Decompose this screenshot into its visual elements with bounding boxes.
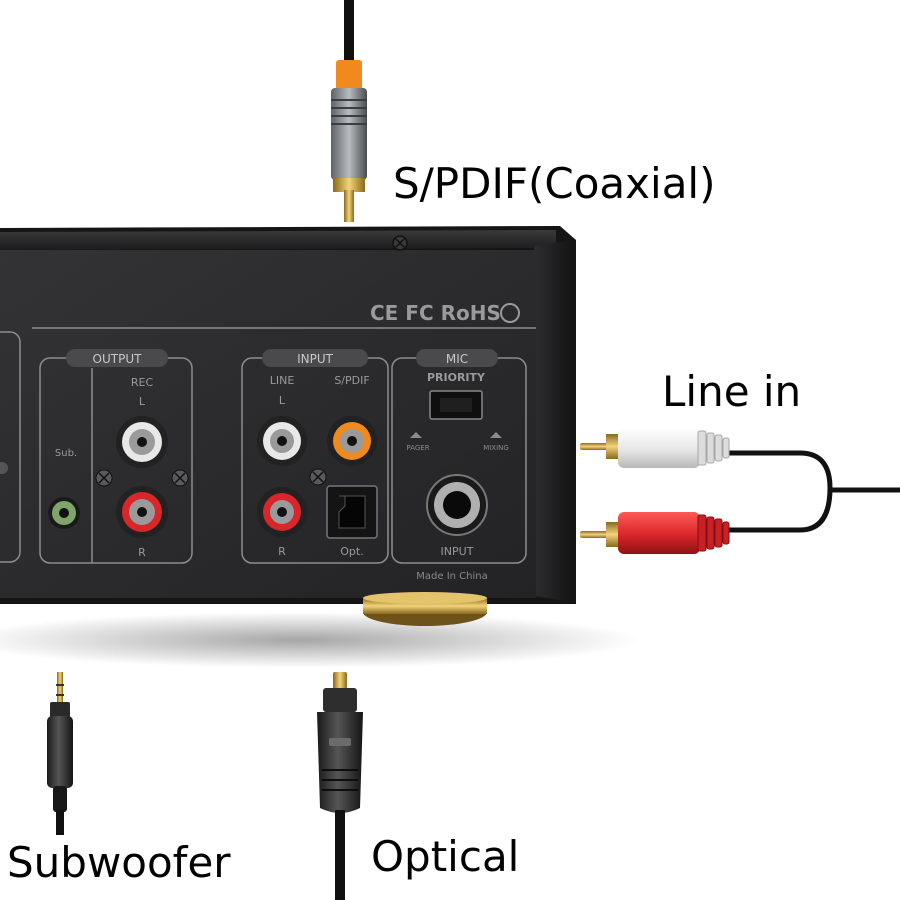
subwoofer-jack-icon[interactable]: [48, 497, 80, 529]
input-opt-label: Opt.: [340, 545, 363, 558]
spdif-coaxial-label: S/PDIF(Coaxial): [393, 159, 716, 208]
cert-marks: CE FC RoHS: [370, 301, 501, 325]
mic-mixing-label: MIXING: [483, 444, 509, 452]
mic-pager-label: PAGER: [406, 444, 429, 452]
mic-priority-label: PRIORITY: [427, 371, 486, 384]
input-spdif-label: S/PDIF: [334, 374, 369, 387]
coaxial-cable: [331, 0, 367, 222]
mixing-arrow-icon: [490, 432, 502, 438]
mic-input-label: INPUT: [441, 545, 474, 558]
made-in-label: Made In China: [416, 571, 487, 582]
screw-icon: [95, 469, 113, 487]
recycling-icon: [500, 303, 520, 323]
output-title: OUTPUT: [93, 352, 143, 366]
rca-jack-icon[interactable]: [257, 416, 307, 466]
rca-jack-icon[interactable]: [257, 487, 307, 537]
amplifier-chassis: [0, 226, 640, 668]
mic-section: [391, 349, 527, 564]
rca-jack-icon[interactable]: [116, 416, 168, 468]
optical-jack-icon[interactable]: [326, 485, 378, 539]
rca-plug-icon[interactable]: [580, 428, 730, 468]
output-section: [39, 349, 193, 564]
mic-title: MIC: [446, 352, 468, 366]
rca-plug-icon[interactable]: [580, 512, 730, 554]
toslink-plug-icon[interactable]: [317, 672, 363, 900]
output-left-label: L: [139, 395, 146, 408]
output-rec-label: REC: [131, 376, 154, 389]
input-left-label: L: [279, 394, 286, 407]
output-right-label: R: [138, 546, 146, 559]
pager-arrow-icon: [410, 432, 422, 438]
screw-icon: [309, 468, 327, 486]
mini-jack-plug-icon[interactable]: [47, 672, 73, 835]
output-sub-label: Sub.: [55, 448, 77, 459]
priority-switch[interactable]: [429, 390, 483, 420]
rca-cable: [728, 450, 900, 533]
subwoofer-label: Subwoofer: [7, 838, 231, 887]
rca-jack-icon[interactable]: [327, 416, 377, 466]
input-line-label: LINE: [270, 374, 295, 387]
rca-jack-icon[interactable]: [116, 486, 168, 538]
quarter-inch-jack-icon[interactable]: [426, 474, 488, 536]
optical-label: Optical: [371, 832, 520, 881]
input-section: [241, 349, 389, 564]
left-panel-section: [0, 331, 21, 563]
line-in-label: Line in: [662, 367, 802, 416]
input-title: INPUT: [297, 352, 334, 366]
screw-icon: [171, 469, 189, 487]
input-right-label: R: [278, 545, 286, 558]
